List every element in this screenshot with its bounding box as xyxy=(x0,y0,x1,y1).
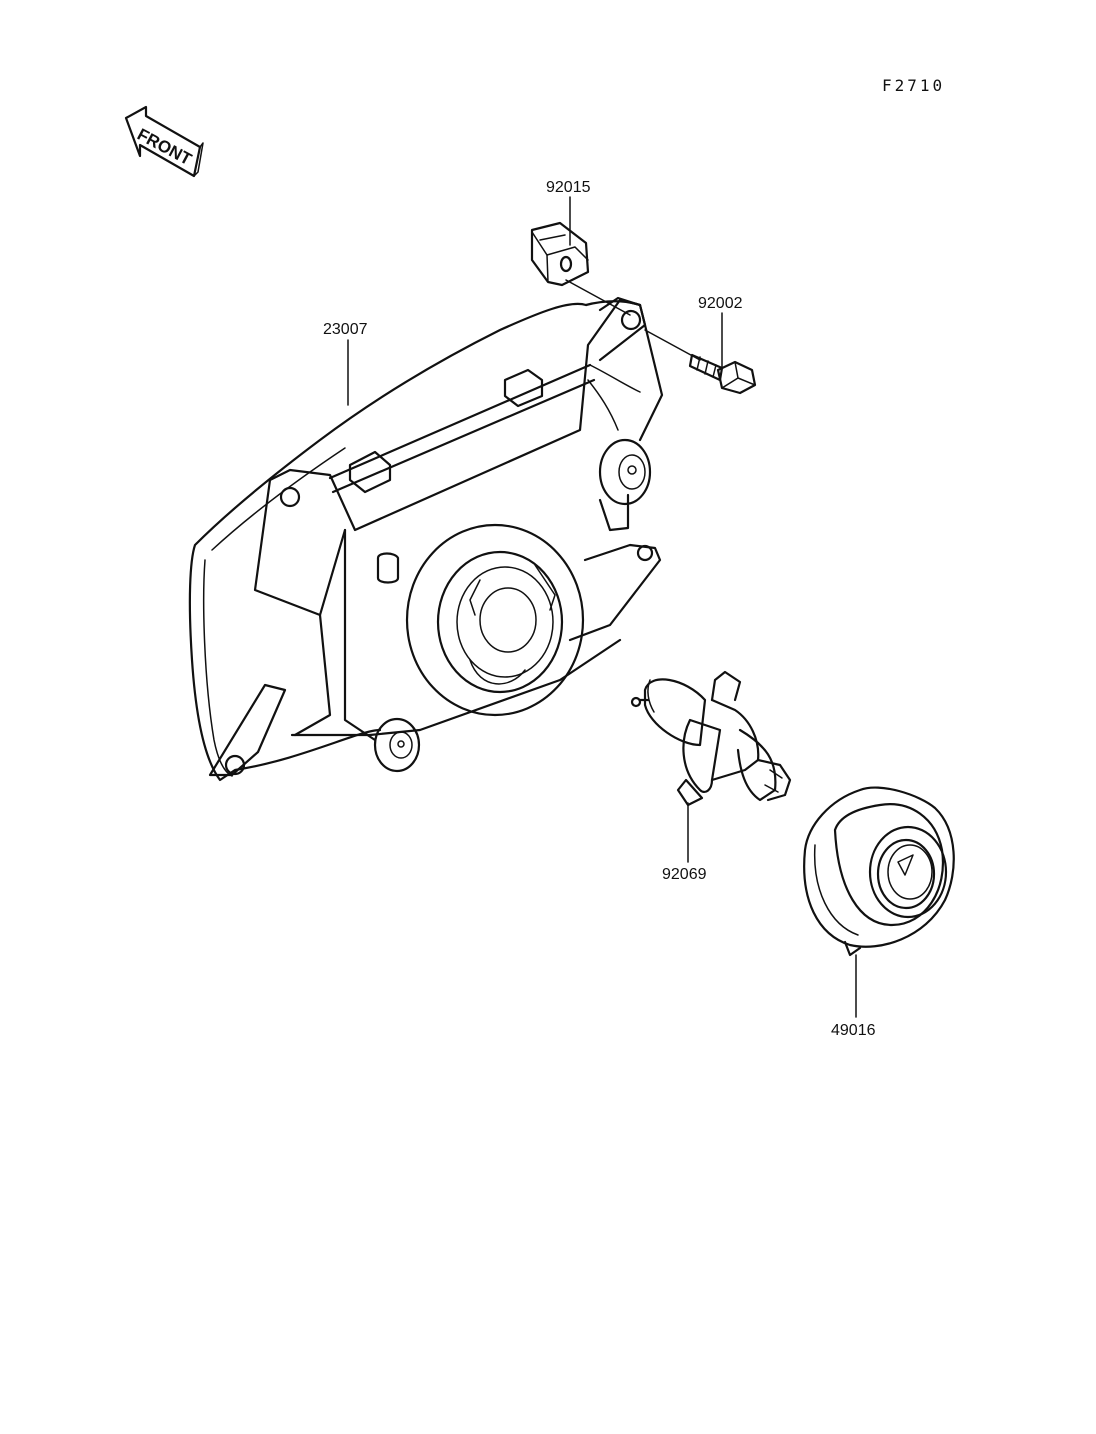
part-label-92015: 92015 xyxy=(546,179,591,196)
leader-lines xyxy=(347,196,857,1018)
bolt-92002 xyxy=(688,353,757,395)
bulb-92069 xyxy=(630,670,792,807)
headlight-housing xyxy=(188,296,664,782)
part-label-92002: 92002 xyxy=(698,295,743,312)
part-label-23007: 23007 xyxy=(323,321,368,338)
rubber-cap-49016 xyxy=(803,786,955,957)
clip-nut-92015 xyxy=(530,221,590,287)
figure-code: F2710 xyxy=(882,76,945,95)
front-arrow-icon: FRONT xyxy=(124,105,204,178)
part-label-92069: 92069 xyxy=(662,866,707,883)
part-label-49016: 49016 xyxy=(831,1022,876,1039)
